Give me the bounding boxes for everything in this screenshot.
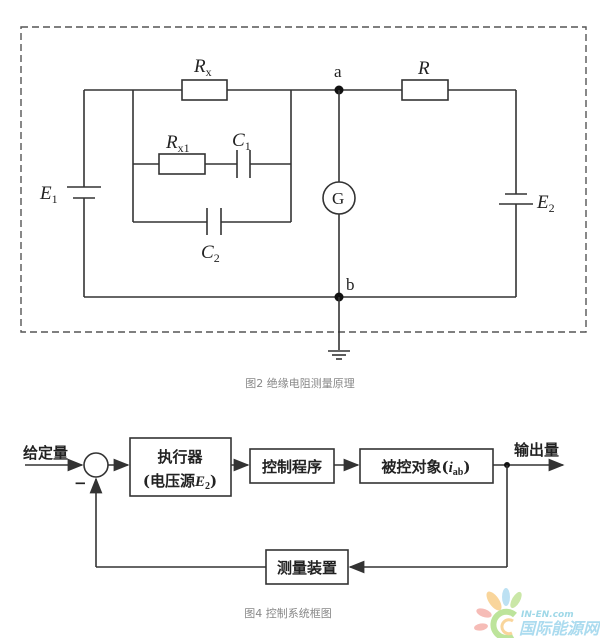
output-label: 输出量 [514,441,559,459]
block-actuator [129,437,232,497]
resistor-rx [181,79,228,101]
label-e2: E2 [536,192,555,215]
actuator-line1: 执行器 [157,448,203,466]
circuit-diagram: E1 Rx Rx1 C1 C2 a G R [20,26,587,390]
label-r: R [417,58,430,79]
label-g: G [332,189,344,208]
figure4-caption: 图4 控制系统框图 [244,606,332,620]
actuator-line2: (电压源E2) [143,472,217,492]
block-control-program [249,448,335,484]
summing-junction [83,452,109,478]
label-node-b: b [346,275,355,294]
block-plant [359,448,494,484]
label-e1: E1 [39,183,58,206]
watermark-logo: IN-EN.com 国际能源网 [474,588,600,638]
plant-label: 被控对象(iab) [382,458,471,478]
control-block-diagram: 给定量 − 执行器 (电压源E2) 控制程序 被控对象(iab) 输出量 测量装… [23,437,565,620]
block-measurement [265,549,349,585]
label-rx1: Rx1 [165,132,190,155]
measurement-label: 测量装置 [277,559,337,577]
resistor-r [401,79,449,101]
watermark-domain: IN-EN.com [521,610,574,620]
ground-icon [328,350,350,360]
minus-sign: − [74,474,87,492]
dashed-enclosure [20,26,587,333]
label-c1: C1 [232,130,251,153]
watermark-site-name: 国际能源网 [519,619,600,638]
input-label: 给定量 [23,444,68,462]
control-program-label: 控制程序 [262,458,322,476]
sun-logo-icon [474,588,522,638]
label-rx: Rx [193,56,212,79]
label-node-a: a [334,62,342,81]
figure2-caption: 图2 绝缘电阻测量原理 [245,376,355,390]
resistor-rx1 [158,153,206,175]
label-c2: C2 [201,242,220,265]
